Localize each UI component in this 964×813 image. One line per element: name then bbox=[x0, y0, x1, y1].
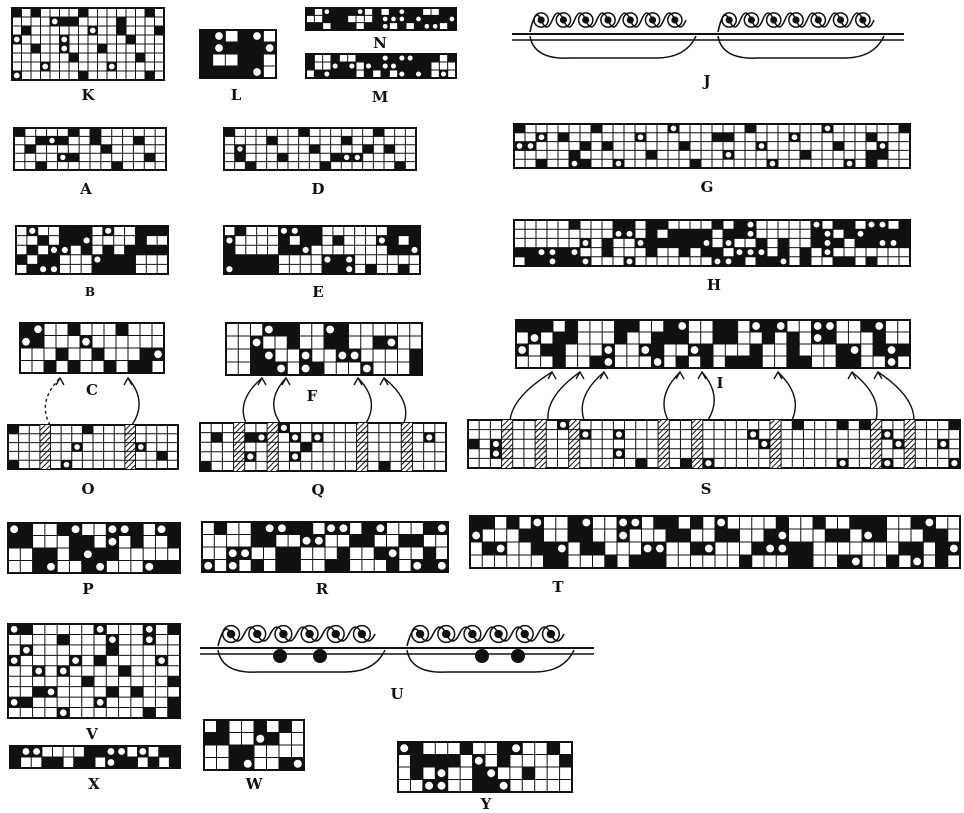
draft-V bbox=[8, 624, 180, 718]
draft-W bbox=[204, 720, 304, 770]
label-V: V bbox=[86, 725, 98, 743]
draft-C bbox=[20, 323, 164, 373]
label-A: A bbox=[80, 180, 92, 198]
label-N: N bbox=[373, 34, 387, 52]
arrow-s6 bbox=[774, 372, 795, 420]
draft-P bbox=[8, 523, 180, 573]
arrow-s2 bbox=[548, 372, 584, 420]
draft-D bbox=[224, 128, 416, 170]
arrow-s4 bbox=[664, 372, 684, 420]
draft-H bbox=[514, 220, 910, 266]
label-L: L bbox=[231, 86, 242, 104]
threading-arrows bbox=[45, 372, 914, 425]
label-X: X bbox=[88, 775, 100, 793]
label-Y: Y bbox=[481, 795, 492, 813]
label-G: G bbox=[701, 178, 714, 196]
cross-section-J bbox=[512, 13, 904, 58]
arrow-q4 bbox=[380, 378, 406, 423]
label-M: M bbox=[372, 88, 389, 106]
arrow-s1 bbox=[510, 372, 556, 420]
draft-F bbox=[226, 323, 422, 375]
label-Q: Q bbox=[311, 481, 324, 499]
draft-I bbox=[516, 320, 910, 368]
draft-E bbox=[224, 226, 420, 274]
label-C: C bbox=[86, 381, 98, 399]
arrow-s5 bbox=[698, 372, 714, 420]
draft-N bbox=[306, 8, 456, 30]
label-P: P bbox=[82, 580, 93, 598]
label-T: T bbox=[552, 578, 563, 596]
weave-drafts bbox=[8, 8, 960, 792]
label-R: R bbox=[316, 580, 328, 598]
draft-Y bbox=[398, 742, 572, 792]
label-H: H bbox=[707, 276, 721, 294]
arrow-o1 bbox=[45, 378, 64, 425]
arrow-s8 bbox=[874, 372, 914, 420]
label-O: O bbox=[81, 480, 94, 498]
draft-L bbox=[200, 30, 276, 78]
label-F: F bbox=[307, 387, 318, 405]
label-J: J bbox=[703, 72, 710, 90]
draft-X bbox=[10, 746, 180, 768]
draft-R bbox=[202, 522, 448, 572]
label-D: D bbox=[311, 180, 324, 198]
draft-O bbox=[8, 425, 178, 469]
cross-section-U bbox=[200, 626, 594, 673]
draft-T bbox=[470, 516, 960, 568]
draft-K bbox=[12, 8, 164, 80]
draft-Q bbox=[200, 423, 446, 471]
draft-B bbox=[16, 226, 168, 274]
draft-G bbox=[514, 124, 910, 168]
draft-A bbox=[14, 128, 166, 170]
arrow-q3 bbox=[354, 378, 371, 423]
arrow-s7 bbox=[848, 372, 877, 420]
arrow-s3 bbox=[582, 372, 608, 420]
label-W: W bbox=[246, 775, 263, 793]
label-E: E bbox=[312, 283, 323, 301]
label-U: U bbox=[390, 685, 403, 703]
arrow-o2 bbox=[124, 378, 139, 425]
label-K: K bbox=[81, 86, 94, 104]
draft-M bbox=[306, 54, 456, 78]
draft-S bbox=[468, 420, 960, 468]
label-I: I bbox=[716, 374, 723, 392]
arrow-q1 bbox=[243, 378, 266, 423]
label-B: B bbox=[85, 285, 95, 299]
arrow-q2 bbox=[274, 378, 290, 423]
label-S: S bbox=[701, 480, 712, 498]
